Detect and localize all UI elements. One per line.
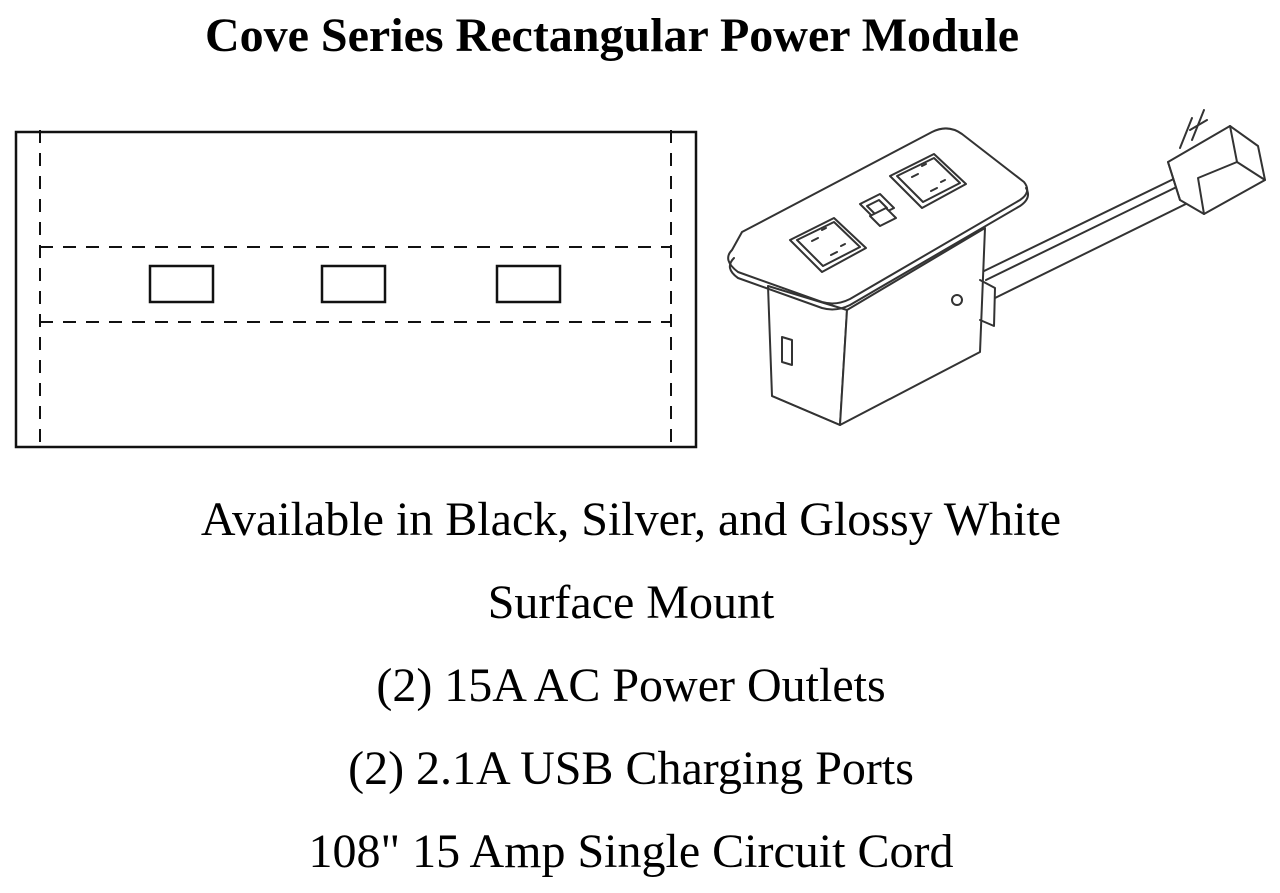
cord [981,171,1199,299]
ac-outlet-1 [789,217,867,273]
feature-usb-ports: (2) 2.1A USB Charging Ports [348,742,914,795]
feature-ac-outlets: (2) 15A AC Power Outlets [376,659,886,712]
feature-colors: Available in Black, Silver, and Glossy W… [200,493,1062,546]
ac-outlet-2 [889,153,967,209]
feature-cord: 108" 15 Amp Single Circuit Cord [308,825,954,878]
feature-list: Available in Black, Silver, and Glossy W… [0,478,1262,893]
plug [1167,109,1266,215]
cutout-outline [14,130,698,449]
cutout-port-1 [148,264,215,304]
cutout-diagram [14,130,698,452]
page-title: Cove Series Rectangular Power Module [204,9,1020,62]
power-module-drawing [727,109,1266,426]
cutout-port-2 [320,264,387,304]
feature-mount: Surface Mount [487,576,775,629]
cutout-port-3 [495,264,562,304]
usb-ports [859,193,897,227]
module-body [767,227,996,426]
